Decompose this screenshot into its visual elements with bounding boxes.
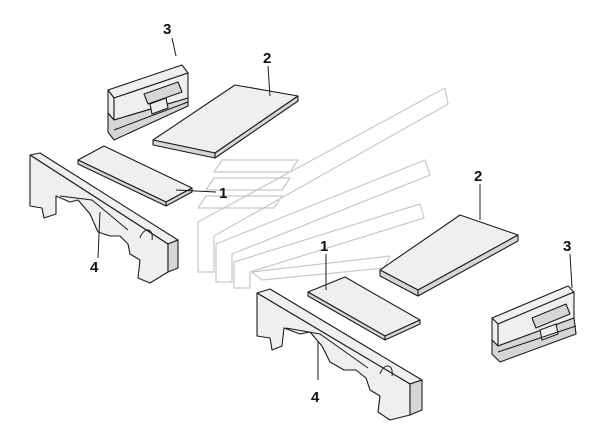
- left-panel-leader: [171, 37, 177, 57]
- right-strip: [307, 276, 421, 341]
- right-support-beam: [256, 288, 423, 421]
- callout-right-pad: 2: [474, 168, 482, 185]
- callout-right-beam: 4: [311, 389, 320, 406]
- callout-left-strip: 1: [219, 185, 227, 202]
- left-strip-leader: [175, 189, 217, 193]
- right-side-panel: [491, 285, 577, 363]
- left-pad: [152, 84, 299, 159]
- callout-right-strip: 1: [320, 238, 328, 255]
- left-pad-leader: [267, 65, 271, 97]
- watermark-logo: [197, 87, 449, 289]
- callout-left-pad: 2: [263, 50, 271, 67]
- left-side-panel: [107, 64, 189, 141]
- left-strip: [77, 145, 193, 207]
- left-beam-leader: [97, 211, 101, 259]
- left-support-beam: [29, 152, 179, 284]
- callout-right-panel: 3: [563, 238, 571, 255]
- right-pad: [379, 214, 519, 297]
- right-panel-leader: [569, 253, 573, 289]
- callout-left-panel: 3: [163, 21, 171, 38]
- callout-left-beam: 4: [90, 259, 99, 276]
